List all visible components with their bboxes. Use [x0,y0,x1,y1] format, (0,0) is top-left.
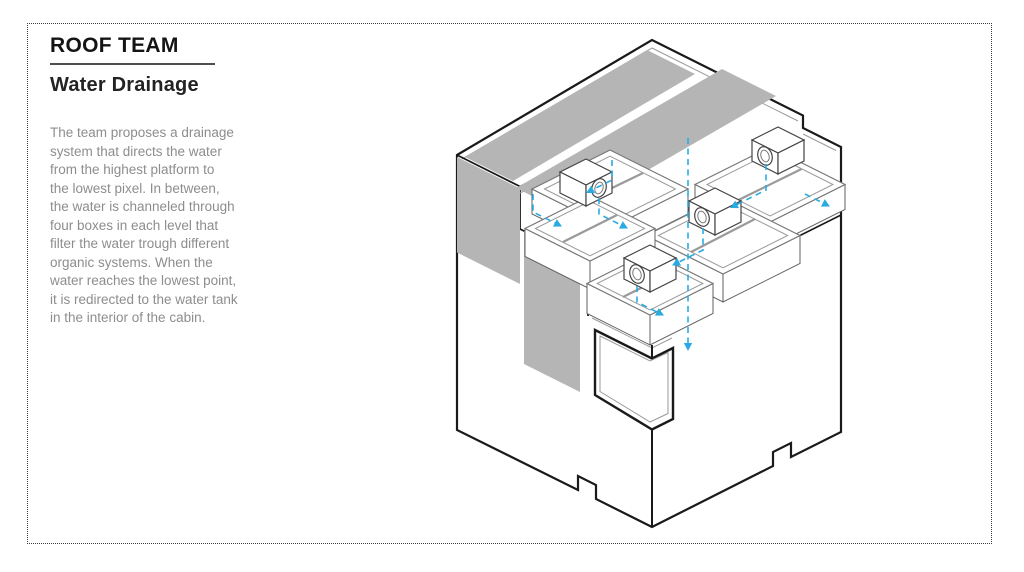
wall-panel-left-a [457,157,520,284]
arrowhead-icon [672,258,682,266]
filter-box-1 [750,126,806,175]
water-flow-arrowheads [552,185,830,351]
arrowhead-icon [586,185,596,194]
text-column: ROOF TEAM Water Drainage [50,34,300,97]
filter-box-2 [558,158,614,207]
page-title: ROOF TEAM [50,34,215,65]
arrowhead-icon [820,199,830,207]
solar-panel-1 [465,50,695,181]
window-outer-frame [593,328,675,431]
filter-box-3 [687,187,743,236]
roof-rim-line-right [802,133,837,151]
platform-wall-step-edge [799,214,842,237]
water-flow-paths [532,138,827,346]
description-paragraph: The team proposes a drainage system that… [50,125,238,325]
arrowhead-icon [618,221,628,229]
arrowhead-icon [654,308,664,316]
arrowhead-icon [683,343,693,351]
arrowhead-icon [552,219,562,227]
building-outline [455,38,843,529]
arrowhead-icon [730,200,740,209]
filter-box-4 [622,244,678,293]
window-inner-frame [599,335,669,423]
page-subtitle: Water Drainage [50,74,199,96]
